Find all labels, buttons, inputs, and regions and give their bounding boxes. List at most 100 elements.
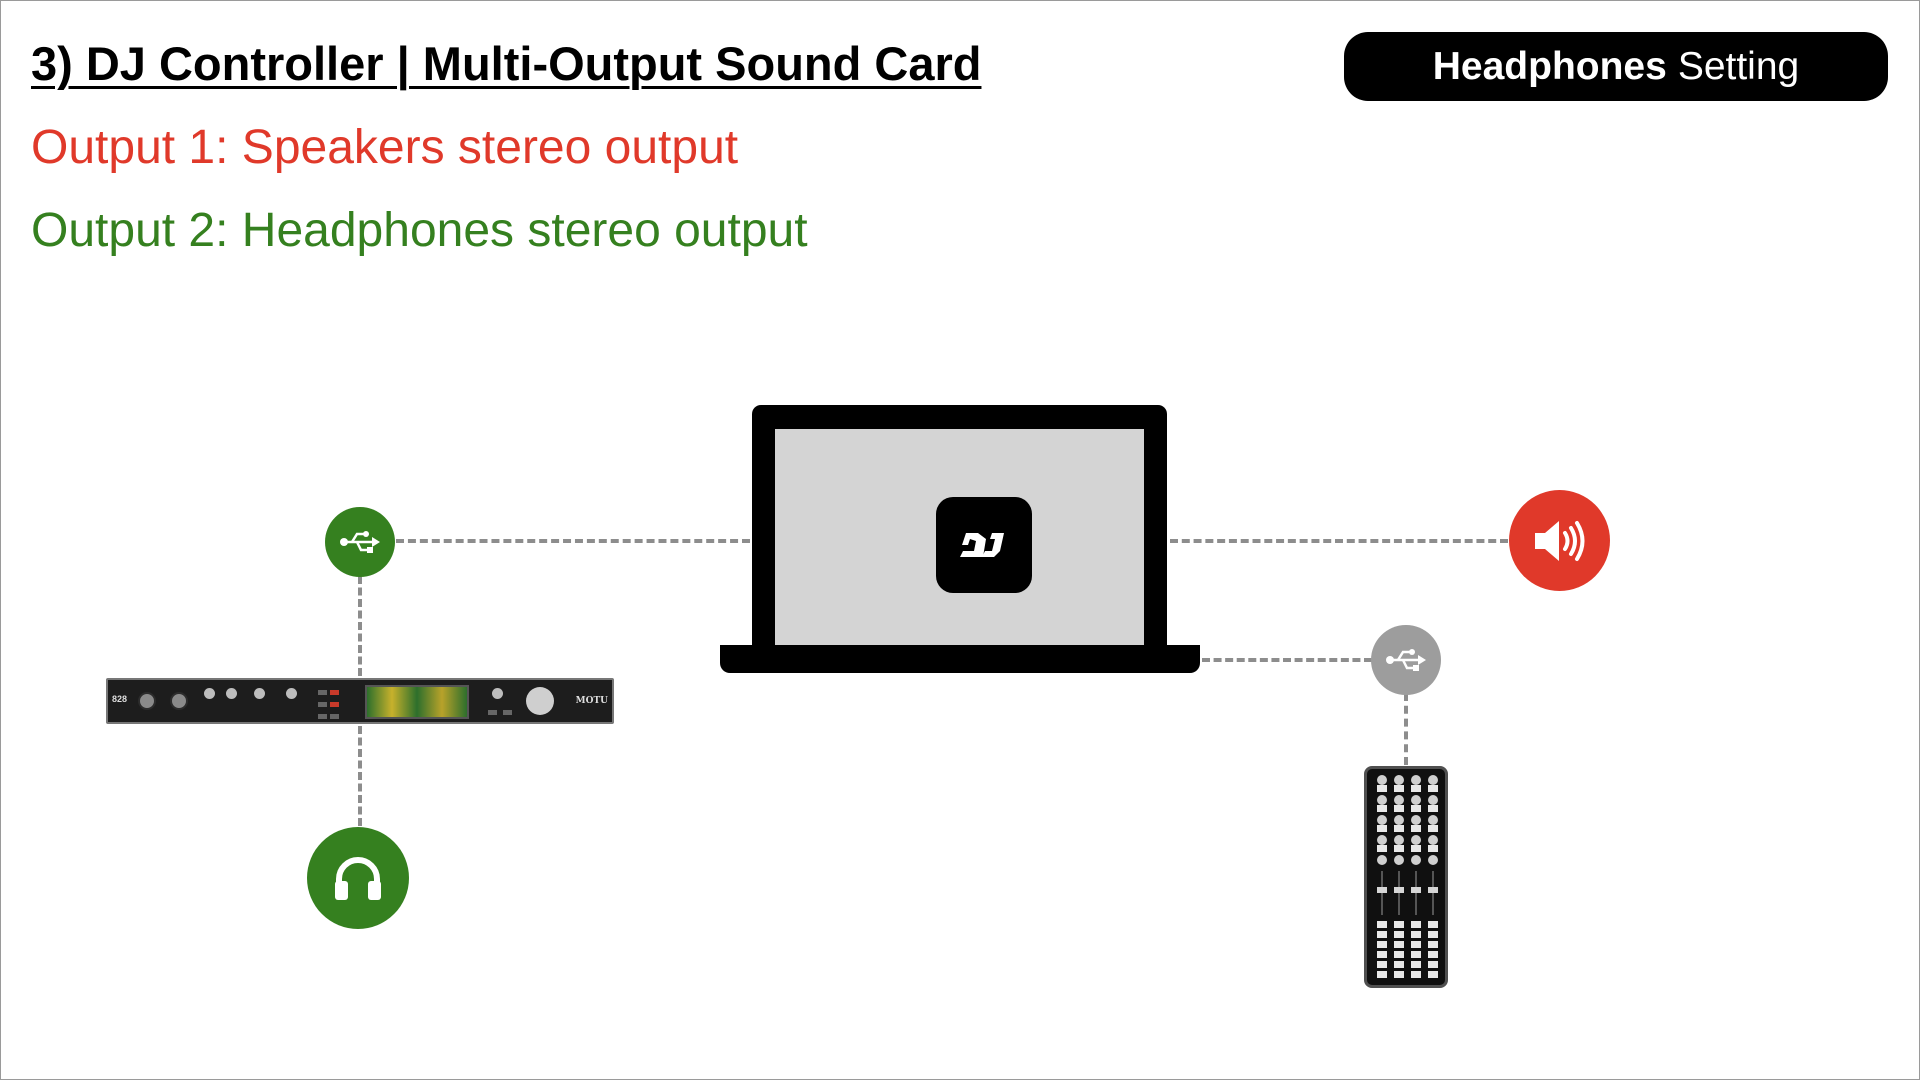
gain-knob [286, 688, 297, 699]
controller-button [1411, 825, 1421, 832]
controller-pad [1394, 941, 1404, 948]
headphones-icon [335, 857, 381, 900]
speakers-output [1509, 490, 1610, 591]
multi-output-sound-card: 828 MOTU [106, 678, 614, 724]
sound-card-model: 828 [112, 694, 128, 704]
status-led [488, 710, 497, 715]
usb-connection-gray [1371, 625, 1441, 695]
controller-pad [1377, 951, 1387, 958]
controller-fader [1377, 887, 1387, 893]
headphones-output [307, 827, 409, 929]
status-led [318, 714, 327, 719]
status-led [330, 702, 339, 707]
controller-knob [1394, 795, 1404, 805]
status-led [330, 714, 339, 719]
usb-icon [340, 531, 380, 553]
laptop-to-speaker-line [1170, 539, 1508, 543]
status-led [330, 690, 339, 695]
controller-pad [1394, 931, 1404, 938]
controller-pad [1377, 921, 1387, 928]
controller-knob [1377, 815, 1387, 825]
laptop [752, 405, 1167, 645]
dj-controller [1364, 766, 1448, 988]
usb-connection-green [325, 507, 395, 577]
controller-knob [1394, 775, 1404, 785]
controller-pad [1377, 961, 1387, 968]
usb-to-laptop-line [396, 539, 750, 543]
controller-button [1394, 805, 1404, 812]
controller-fader [1411, 887, 1421, 893]
controller-knob [1428, 795, 1438, 805]
controller-knob [1411, 775, 1421, 785]
controller-pad [1411, 921, 1421, 928]
controller-knob [1428, 835, 1438, 845]
controller-pad [1377, 971, 1387, 978]
controller-button [1394, 785, 1404, 792]
status-led [503, 710, 512, 715]
status-led [318, 690, 327, 695]
controller-button [1411, 785, 1421, 792]
controller-button [1394, 825, 1404, 832]
controller-pad [1394, 921, 1404, 928]
laptop-base [720, 645, 1200, 673]
speaker-icon [1534, 520, 1584, 561]
control-knob [492, 688, 503, 699]
controller-knob [1394, 815, 1404, 825]
controller-pad [1377, 941, 1387, 948]
controller-pad [1428, 951, 1438, 958]
controller-button [1428, 845, 1438, 852]
controller-knob [1428, 775, 1438, 785]
laptop-to-controller-usb-line [1202, 658, 1372, 662]
controller-knob [1411, 855, 1421, 865]
output-2-label: Output 2: Headphones stereo output [31, 204, 808, 257]
controller-fader-track [1432, 871, 1434, 915]
gain-knob [226, 688, 237, 699]
badge-strong-text: Headphones [1432, 44, 1667, 88]
soundcard-to-headphones-line [358, 726, 362, 826]
controller-knob [1394, 855, 1404, 865]
volume-knob [526, 687, 554, 715]
controller-knob [1411, 835, 1421, 845]
controller-pad [1428, 931, 1438, 938]
controller-pad [1428, 941, 1438, 948]
controller-pad [1411, 951, 1421, 958]
controller-button [1428, 785, 1438, 792]
usb-to-soundcard-line [358, 576, 362, 676]
controller-pad [1394, 971, 1404, 978]
controller-button [1394, 845, 1404, 852]
sound-card-brand: MOTU [575, 696, 608, 706]
controller-button [1377, 845, 1387, 852]
controller-pad [1428, 961, 1438, 968]
controller-pad [1394, 961, 1404, 968]
controller-pad [1428, 971, 1438, 978]
controller-knob [1377, 795, 1387, 805]
controller-pad [1394, 951, 1404, 958]
controller-knob [1377, 855, 1387, 865]
level-meter-display [365, 685, 469, 719]
controller-button [1377, 825, 1387, 832]
controller-knob [1377, 835, 1387, 845]
controller-button [1428, 805, 1438, 812]
controller-button [1411, 845, 1421, 852]
controller-button [1428, 825, 1438, 832]
usb-to-controller-line [1404, 693, 1408, 765]
controller-pad [1411, 971, 1421, 978]
controller-pad [1411, 961, 1421, 968]
controller-knob [1394, 835, 1404, 845]
controller-button [1377, 805, 1387, 812]
dj-app-icon [936, 497, 1032, 593]
controller-fader [1428, 887, 1438, 893]
controller-knob [1411, 795, 1421, 805]
controller-pad [1411, 931, 1421, 938]
controller-fader-track [1398, 871, 1400, 915]
controller-button [1377, 785, 1387, 792]
gain-knob [254, 688, 265, 699]
controller-fader [1394, 887, 1404, 893]
controller-fader-track [1381, 871, 1383, 915]
controller-knob [1377, 775, 1387, 785]
page-title: 3) DJ Controller | Multi-Output Sound Ca… [31, 37, 982, 90]
controller-button [1411, 805, 1421, 812]
controller-fader-track [1415, 871, 1417, 915]
xlr-combo-jack-2 [170, 692, 188, 710]
gain-knob [204, 688, 215, 699]
